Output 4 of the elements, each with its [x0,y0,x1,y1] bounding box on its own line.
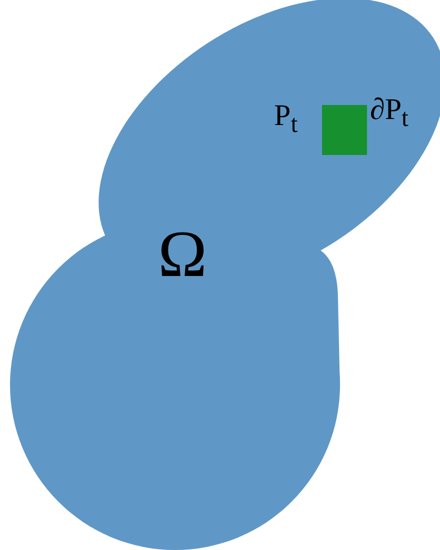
point-label: P$_{t}$ [274,101,298,137]
point-label: ∂P$_{t}$ [370,95,408,131]
square-marker [322,105,367,155]
region-label: Ω [158,222,208,288]
